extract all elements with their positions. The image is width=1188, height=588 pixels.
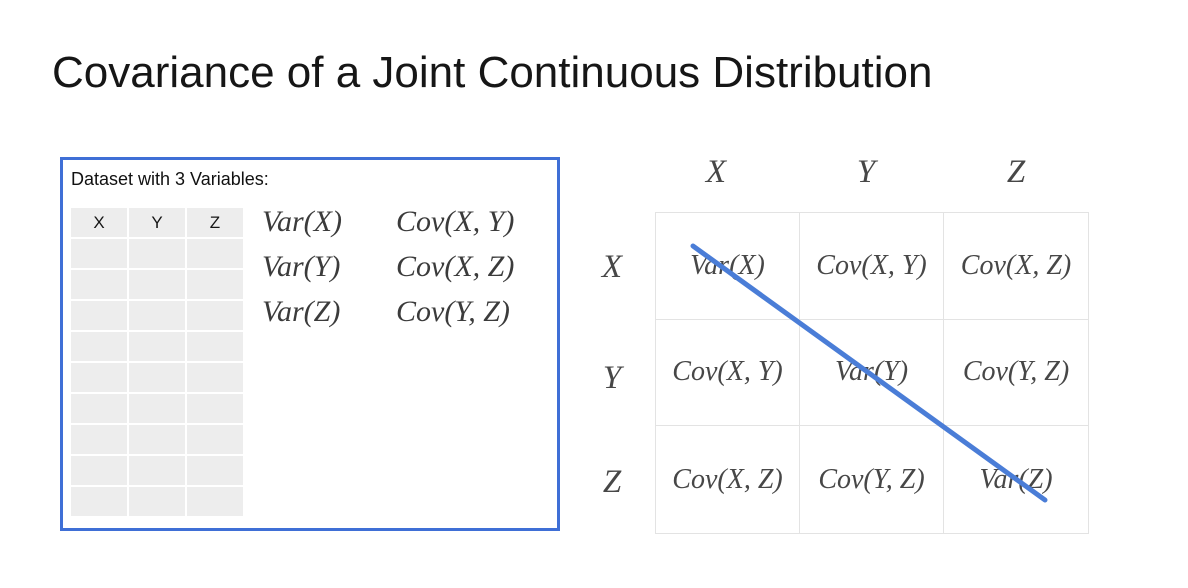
- matrix-row-header-x: X: [601, 249, 623, 285]
- dataset-empty-cell: [187, 270, 243, 299]
- covariance-formula: Cov(X, Y): [396, 205, 515, 238]
- dataset-empty-cell: [71, 270, 127, 299]
- dataset-empty-cell: [129, 270, 185, 299]
- dataset-empty-cell: [129, 487, 185, 516]
- dataset-empty-cell: [187, 239, 243, 268]
- matrix-cell: Var(Y): [800, 319, 944, 427]
- matrix-cell: Cov(X, Z): [944, 213, 1088, 320]
- variance-formula: Var(Y): [262, 250, 341, 283]
- matrix-cell: Cov(X, Y): [656, 319, 800, 427]
- dataset-empty-cell: [71, 394, 127, 423]
- matrix-col-header-x: X: [705, 154, 727, 190]
- dataset-box: Dataset with 3 Variables: X Y Z: [60, 157, 560, 531]
- dataset-empty-cell: [187, 363, 243, 392]
- page-title: Covariance of a Joint Continuous Distrib…: [52, 48, 933, 97]
- variance-formula: Var(X): [262, 205, 342, 238]
- matrix-row-header-z: Z: [602, 464, 622, 500]
- dataset-empty-cell: [71, 425, 127, 454]
- dataset-empty-cell: [71, 487, 127, 516]
- dataset-empty-cell: [129, 425, 185, 454]
- matrix-row-header-y: Y: [602, 360, 622, 396]
- dataset-col-header-y: Y: [129, 208, 185, 237]
- matrix-cell: Cov(X, Y): [800, 213, 944, 320]
- matrix-cell: Var(X): [656, 213, 800, 320]
- covariance-matrix: Var(X) Cov(X, Y) Cov(X, Z) Cov(X, Y) Var…: [655, 212, 1089, 534]
- dataset-empty-cell: [71, 301, 127, 330]
- dataset-box-label: Dataset with 3 Variables:: [71, 169, 269, 189]
- variance-formula: Var(Z): [262, 295, 341, 328]
- dataset-table: X Y Z: [71, 208, 243, 516]
- matrix-col-header-z: Z: [1006, 154, 1026, 190]
- dataset-empty-cell: [71, 239, 127, 268]
- dataset-empty-cell: [187, 425, 243, 454]
- dataset-empty-cell: [71, 363, 127, 392]
- dataset-empty-cell: [187, 301, 243, 330]
- dataset-empty-cell: [129, 363, 185, 392]
- dataset-empty-cell: [187, 456, 243, 485]
- dataset-empty-cell: [129, 332, 185, 361]
- covariance-formula: Cov(X, Z): [396, 250, 515, 283]
- covariance-formula: Cov(Y, Z): [396, 295, 510, 328]
- dataset-col-header-z: Z: [187, 208, 243, 237]
- matrix-cell: Cov(X, Z): [656, 426, 800, 533]
- matrix-col-header-y: Y: [856, 154, 876, 190]
- dataset-col-header-x: X: [71, 208, 127, 237]
- dataset-empty-cell: [129, 394, 185, 423]
- dataset-empty-cell: [187, 332, 243, 361]
- dataset-empty-cell: [187, 487, 243, 516]
- matrix-cell: Cov(Y, Z): [944, 320, 1088, 427]
- matrix-cell: Var(Z): [979, 463, 1053, 495]
- dataset-empty-cell: [71, 456, 127, 485]
- dataset-empty-cell: [129, 239, 185, 268]
- dataset-empty-cell: [129, 456, 185, 485]
- matrix-cell: Cov(Y, Z): [800, 426, 944, 533]
- dataset-empty-cell: [71, 332, 127, 361]
- dataset-empty-cell: [187, 394, 243, 423]
- dataset-empty-cell: [129, 301, 185, 330]
